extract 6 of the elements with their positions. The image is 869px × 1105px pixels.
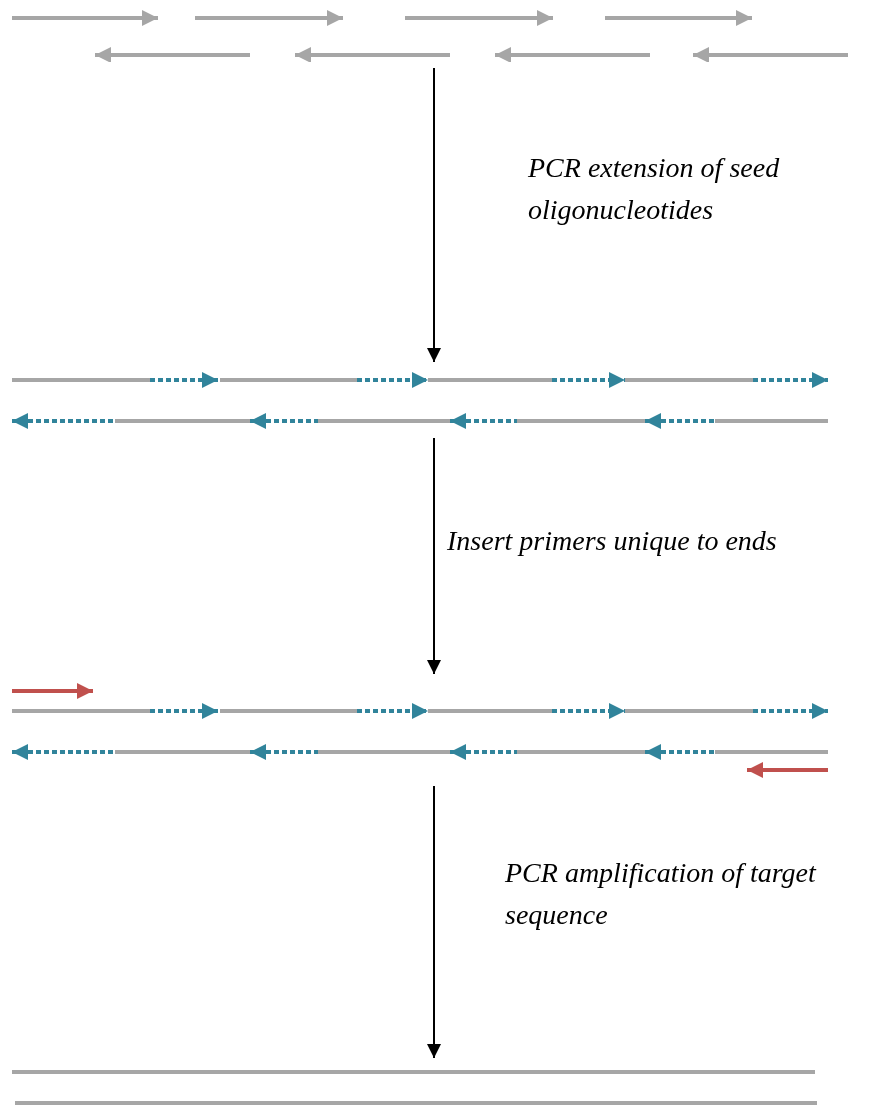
arrow xyxy=(427,437,441,675)
arrow xyxy=(427,67,441,363)
arrow xyxy=(427,785,441,1059)
edge-label: PCR amplification of target sequence xyxy=(505,856,818,932)
edge-label: PCR extension of seed oligonucleotides xyxy=(528,151,781,227)
edge-label: Insert primers unique to ends xyxy=(447,524,778,558)
